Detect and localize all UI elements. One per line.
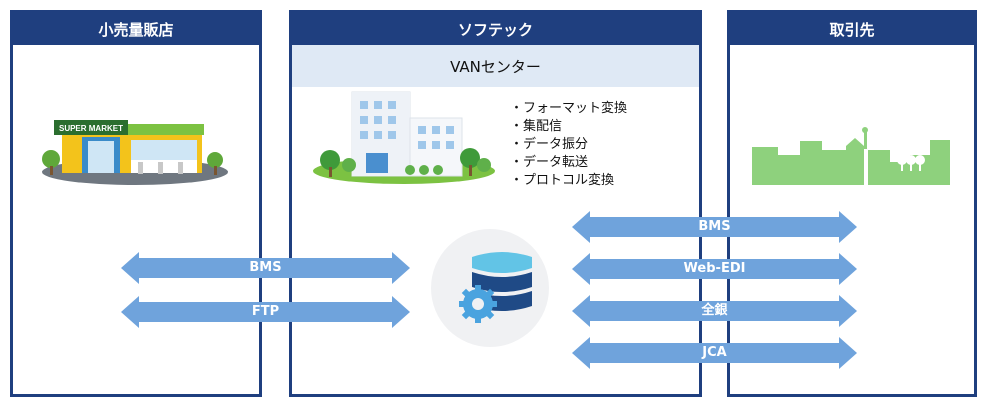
- left-arrow: [121, 252, 410, 284]
- partner-title: 取引先: [730, 13, 974, 45]
- left-arrow: [121, 296, 410, 328]
- database-gear-icon: [431, 229, 549, 347]
- arrow-layer: [121, 211, 857, 369]
- feature-item: プロトコル変換: [510, 172, 627, 190]
- right-arrow-label: Web-EDI: [683, 261, 746, 276]
- retailer-panel: 小売量販店: [10, 10, 262, 397]
- office-building-illustration: [313, 91, 495, 184]
- van-center-label: VANセンター: [292, 45, 699, 87]
- city-skyline-illustration: [752, 127, 950, 185]
- right-arrow-label: JCA: [702, 345, 727, 360]
- left-arrow-label: BMS: [249, 260, 282, 275]
- partner-panel: 取引先: [727, 10, 977, 397]
- right-arrow: [572, 253, 857, 285]
- store-sign-text: SUPER MARKET: [59, 124, 123, 133]
- feature-item: データ転送: [510, 154, 627, 172]
- softech-panel: ソフテック VANセンター フォーマット変換 集配信 データ振分 データ転送 プ…: [289, 10, 702, 397]
- softech-title: ソフテック: [292, 13, 699, 45]
- retailer-title: 小売量販店: [13, 13, 259, 45]
- feature-item: フォーマット変換: [510, 100, 627, 118]
- left-arrow-label: FTP: [251, 304, 280, 319]
- feature-item: 集配信: [510, 118, 627, 136]
- feature-list: フォーマット変換 集配信 データ振分 データ転送 プロトコル変換: [510, 100, 627, 190]
- right-arrow-label: BMS: [698, 219, 731, 234]
- supermarket-illustration: SUPER MARKET: [42, 120, 228, 185]
- right-arrow: [572, 295, 857, 327]
- right-arrow: [572, 337, 857, 369]
- right-arrow-label: 全銀: [701, 303, 728, 318]
- feature-item: データ振分: [510, 136, 627, 154]
- right-arrow: [572, 211, 857, 243]
